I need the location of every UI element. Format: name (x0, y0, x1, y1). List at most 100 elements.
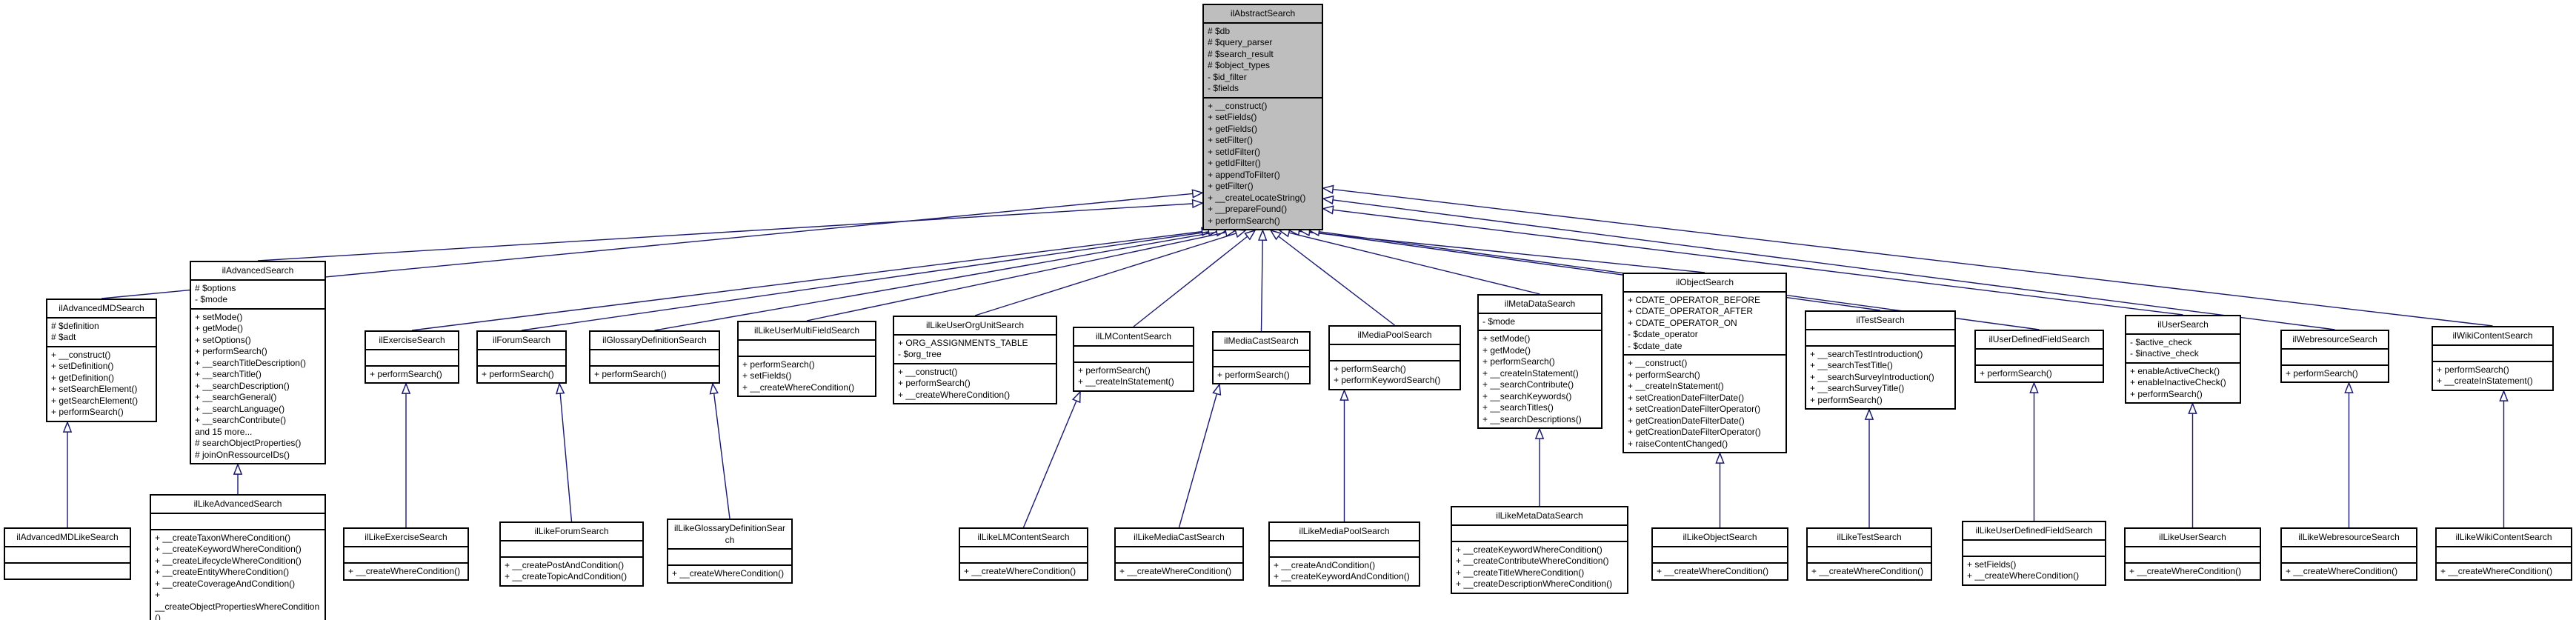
class-node-ilLikeWebresourceSearch[interactable]: ilLikeWebresourceSearch+ __createWhereCo… (2280, 527, 2417, 581)
class-attributes-compartment (1270, 541, 1419, 558)
class-node-ilTestSearch[interactable]: ilTestSearch+ __searchTestIntroduction()… (1805, 310, 1956, 410)
class-node-ilLikeLMContentSearch[interactable]: ilLikeLMContentSearch+ __createWhereCond… (959, 527, 1088, 581)
class-method: + setCreationDateFilterDate() (1628, 392, 1745, 403)
inheritance-edge (713, 384, 730, 519)
class-method: + setMode() (1482, 333, 1531, 344)
class-node-ilAdvancedSearch[interactable]: ilAdvancedSearch# $options- $mode+ setMo… (190, 261, 326, 464)
inheritance-edge (1262, 230, 1263, 332)
class-title: ilLikeMediaPoolSearch (1270, 523, 1419, 541)
class-node-ilLikeUserMultiFieldSearch[interactable]: ilLikeUserMultiFieldSearch+ performSearc… (737, 321, 876, 397)
class-node-ilForumSearch[interactable]: ilForumSearch+ performSearch() (476, 330, 567, 384)
class-methods-compartment: + __createWhereCondition() (668, 566, 791, 582)
class-node-ilLikeUserOrgUnitSearch[interactable]: ilLikeUserOrgUnitSearch+ ORG_ASSIGNMENTS… (893, 316, 1057, 404)
class-methods-compartment: + __createKeywordWhereCondition()+ __cre… (1452, 542, 1627, 593)
class-attributes-compartment (1452, 526, 1627, 542)
class-attributes-compartment: # $options- $mode (191, 281, 325, 310)
class-method: + __construct() (51, 349, 111, 360)
class-attributes-compartment (366, 350, 458, 367)
class-node-ilMetaDataSearch[interactable]: ilMetaDataSearch- $mode+ setMode()+ getM… (1477, 294, 1602, 429)
class-node-ilLikeObjectSearch[interactable]: ilLikeObjectSearch+ __createWhereConditi… (1651, 527, 1788, 581)
class-method: + __searchSurveyIntroduction() (1810, 371, 1934, 382)
class-method: + __createTitleWhereCondition() (1456, 567, 1585, 578)
class-method: + performSearch() (1980, 367, 2052, 379)
inheritance-edge (1022, 392, 1081, 528)
class-attributes-compartment (2437, 547, 2571, 564)
class-node-ilLikeAdvancedSearch[interactable]: ilLikeAdvancedSearch+ __createTaxonWhere… (150, 494, 326, 620)
class-method: + __createWhereCondition() (742, 381, 855, 393)
inheritance-edge (411, 230, 1212, 331)
class-methods-compartment: + performSearch()+ __createInStatement() (2433, 362, 2552, 390)
class-node-ilLikeMetaDataSearch[interactable]: ilLikeMetaDataSearch+ __createKeywordWhe… (1451, 506, 1628, 594)
inheritance-edge (974, 230, 1245, 316)
class-method: + performSearch() (594, 368, 667, 379)
class-attributes-compartment (739, 341, 875, 357)
class-node-ilLikeWikiContentSearch[interactable]: ilLikeWikiContentSearch+ __createWhereCo… (2435, 527, 2572, 581)
class-methods-compartment: + __construct()+ setDefinition()+ getDef… (47, 347, 156, 421)
class-title: ilObjectSearch (1624, 274, 1785, 293)
class-method: + __createWhereCondition() (2286, 565, 2398, 576)
class-node-ilObjectSearch[interactable]: ilObjectSearch+ CDATE_OPERATOR_BEFORE+ C… (1623, 273, 1787, 453)
class-method: + __createInStatement() (1482, 367, 1579, 379)
class-method: + performSearch() (2437, 364, 2509, 375)
class-title: ilTestSearch (1806, 312, 1954, 330)
class-attributes-compartment (1116, 547, 1242, 564)
class-node-ilWikiContentSearch[interactable]: ilWikiContentSearch+ performSearch()+ __… (2432, 326, 2554, 391)
class-node-ilLikeExerciseSearch[interactable]: ilLikeExerciseSearch+ __createWhereCondi… (343, 527, 469, 581)
class-method: + __createLifecycleWhereCondition() (155, 555, 302, 566)
class-method: + getCreationDateFilterDate() (1628, 415, 1745, 426)
class-attributes-compartment (2282, 350, 2388, 366)
inheritance-edge (1279, 230, 1540, 295)
class-method: + __searchContribute() (1482, 379, 1574, 390)
class-node-ilUserSearch[interactable]: ilUserSearch- $active_check- $inactive_c… (2125, 315, 2241, 404)
class-node-ilGlossaryDefinitionSearch[interactable]: ilGlossaryDefinitionSearch+ performSearc… (589, 330, 720, 384)
class-method: + getFilter() (1208, 181, 1254, 191)
class-attributes-compartment (478, 350, 565, 367)
class-methods-compartment: + performSearch() (366, 367, 458, 383)
class-node-ilLMContentSearch[interactable]: ilLMContentSearch+ performSearch()+ __cr… (1073, 327, 1194, 392)
class-node-ilAdvancedMDSearch[interactable]: ilAdvancedMDSearch# $definition# $adt+ _… (46, 299, 157, 422)
class-node-ilLikeGlossaryDefinitionSearch[interactable]: ilLikeGlossaryDefinitionSearch+ __create… (667, 519, 793, 584)
class-node-ilWebresourceSearch[interactable]: ilWebresourceSearch+ performSearch() (2280, 330, 2389, 383)
class-node-ilLikeMediaPoolSearch[interactable]: ilLikeMediaPoolSearch + __createAndCondit… (1268, 521, 1420, 587)
class-method: + __createWhereCondition() (672, 568, 785, 579)
class-node-ilLikeTestSearch[interactable]: ilLikeTestSearch+ __createWhereCondition… (1806, 527, 1932, 581)
class-attributes-compartment (960, 547, 1087, 564)
class-node-ilMediaCastSearch[interactable]: ilMediaCastSearch+ performSearch() (1212, 331, 1311, 384)
class-node-ilLikeForumSearch[interactable]: ilLikeForumSearch + __createPostAndCondit… (499, 521, 644, 587)
class-title: ilForumSearch (478, 332, 565, 350)
class-method: + performSearch() (370, 368, 442, 379)
class-node-ilMediaPoolSearch[interactable]: ilMediaPoolSearch+ performSearch()+ perf… (1328, 325, 1461, 390)
class-methods-compartment: + __createWhereCondition() (2126, 564, 2260, 580)
class-node-ilUserDefinedFieldSearch[interactable]: ilUserDefinedFieldSearch+ performSearch(… (1974, 330, 2104, 383)
class-node-ilLikeMediaCastSearch[interactable]: ilLikeMediaCastSearch+ __createWhereCond… (1114, 527, 1244, 581)
class-method: and 15 more... (195, 426, 253, 437)
class-method: + performSearch() (898, 378, 971, 388)
class-attribute: + CDATE_OPERATOR_BEFORE (1628, 294, 1761, 305)
class-method: + performSearch() (2286, 367, 2358, 379)
class-attribute: - $mode (195, 294, 228, 304)
class-node-ilExerciseSearch[interactable]: ilExerciseSearch+ performSearch() (365, 330, 459, 384)
class-title: ilMediaCastSearch (1214, 333, 1309, 351)
class-title: ilLikeForumSearch (501, 523, 642, 541)
class-title: ilLikeObjectSearch (1653, 529, 1787, 547)
class-method: + __createWhereCondition() (348, 565, 461, 576)
class-method: + __createObjectPropertiesWhereCondition… (155, 590, 320, 620)
class-attribute: # $definition (51, 320, 99, 331)
class-method: + __createInStatement() (1628, 381, 1724, 391)
class-method: + __createDescriptionWhereCondition() (1456, 579, 1613, 589)
class-node-ilAdvancedMDLikeSearch[interactable]: ilAdvancedMDLikeSearch (4, 527, 131, 580)
class-attributes-compartment (1963, 541, 2105, 557)
class-attribute: - $cdate_operator (1628, 329, 1698, 339)
class-methods-compartment: + performSearch() (2282, 366, 2388, 382)
class-attribute: - $cdate_date (1628, 340, 1683, 351)
class-title: ilLikeUserDefinedFieldSearch (1963, 522, 2105, 541)
class-node-ilLikeUserDefinedFieldSearch[interactable]: ilLikeUserDefinedFieldSearch+ setFields(… (1962, 521, 2106, 586)
class-methods-compartment (5, 564, 130, 579)
class-methods-compartment: + __createPostAndCondition()+ __createTo… (501, 558, 642, 585)
class-method: + setSearchElement() (51, 384, 138, 394)
class-method: + __createAndCondition() (1274, 559, 1376, 570)
class-node-ilAbstractSearch[interactable]: ilAbstractSearch# $db# $query_parser# $s… (1202, 4, 1323, 230)
class-node-ilLikeUserSearch[interactable]: ilLikeUserSearch+ __createWhereCondition… (2124, 527, 2261, 581)
class-method: + setFields() (1208, 112, 1257, 122)
class-method: + getCreationDateFilterOperator() (1628, 427, 1761, 437)
